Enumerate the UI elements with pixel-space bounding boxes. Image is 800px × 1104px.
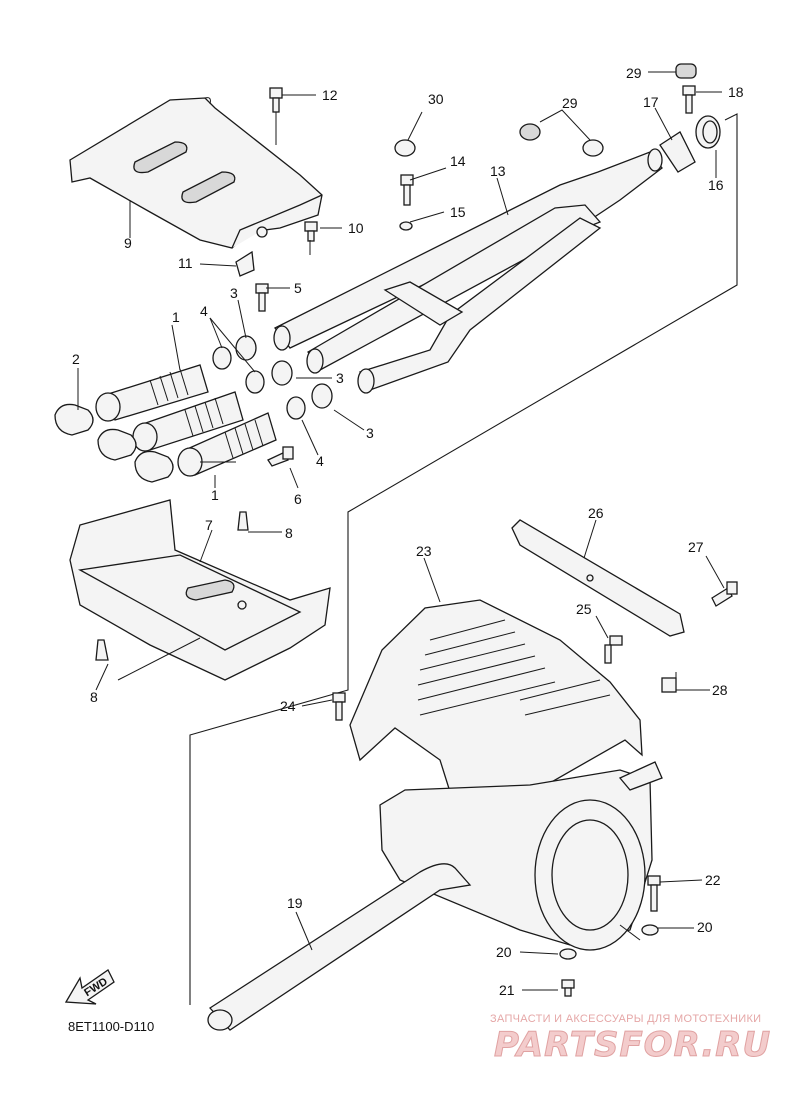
callout-3a: 3 [230, 285, 238, 301]
callout-11: 11 [178, 255, 193, 271]
part-19-tail-pipe[interactable] [207, 863, 472, 1031]
callout-12: 12 [322, 87, 338, 103]
part-2-gaskets[interactable] [54, 403, 174, 483]
callout-3b: 3 [336, 370, 344, 386]
callout-29a: 29 [562, 95, 578, 111]
part-1-flex-pipes[interactable] [95, 364, 277, 477]
callout-16: 16 [708, 177, 724, 193]
callout-25: 25 [576, 601, 592, 617]
callout-17: 17 [643, 94, 659, 110]
part-29-grommet-a[interactable] [519, 123, 604, 157]
callout-2: 2 [72, 351, 80, 367]
callout-3c: 3 [366, 425, 374, 441]
part-23-muffler-cover[interactable] [349, 599, 643, 841]
callout-23: 23 [416, 543, 432, 559]
callout-8b: 8 [90, 689, 98, 705]
part-26-stay[interactable] [511, 519, 685, 637]
callout-14: 14 [450, 153, 466, 169]
callout-4b: 4 [316, 453, 324, 469]
callout-18: 18 [728, 84, 744, 100]
part-28-nut[interactable] [661, 677, 677, 693]
callout-numbers: 12 30 29 29 18 17 16 14 13 15 10 9 11 5 … [72, 65, 744, 998]
watermark-tagline: ЗАПЧАСТИ И АКСЕССУАРЫ ДЛЯ МОТОТЕХНИКИ [490, 1013, 761, 1025]
part-8-rivets[interactable] [95, 511, 249, 661]
leader-lines [77, 71, 725, 991]
callout-30: 30 [428, 91, 444, 107]
diagram-code: 8ET1100-D110 [68, 1019, 154, 1034]
part-22-bolt[interactable] [647, 875, 661, 912]
part-29-grommet-b[interactable] [675, 63, 697, 79]
callout-5: 5 [294, 280, 302, 296]
part-21-collar[interactable] [561, 979, 575, 997]
callout-1a: 1 [172, 309, 180, 325]
callout-19: 19 [287, 895, 303, 911]
part-20-washer-a[interactable] [559, 948, 577, 960]
callout-21: 21 [499, 982, 515, 998]
part-3-clamps[interactable] [235, 335, 333, 409]
part-12-bolt[interactable] [269, 87, 283, 113]
callout-24: 24 [280, 698, 296, 714]
part-30-cap[interactable] [394, 139, 416, 157]
watermark-logo: PARTSFOR.RU [494, 1025, 771, 1065]
group-frame [189, 113, 738, 1005]
callout-20b: 20 [496, 944, 512, 960]
callout-4a: 4 [200, 303, 208, 319]
callout-27: 27 [688, 539, 704, 555]
callout-22: 22 [705, 872, 721, 888]
part-27-bolt[interactable] [711, 581, 738, 607]
part-11-bracket[interactable] [235, 250, 255, 277]
part-17-clamp[interactable] [659, 131, 696, 173]
part-9-upper-heat-shield[interactable] [69, 97, 323, 249]
part-16-gasket[interactable] [695, 115, 721, 149]
callout-9: 9 [124, 235, 132, 251]
part-15-washer[interactable] [399, 221, 413, 231]
muffler-body[interactable] [379, 761, 663, 951]
part-14-bolt[interactable] [400, 174, 414, 206]
part-13-exhaust-pipe[interactable] [273, 148, 663, 394]
callout-15: 15 [450, 204, 466, 220]
callout-29b: 29 [626, 65, 642, 81]
callout-6: 6 [294, 491, 302, 507]
part-24-bolt[interactable] [332, 692, 346, 721]
part-10-bolt[interactable] [304, 221, 318, 242]
callout-1b: 1 [211, 487, 219, 503]
part-18-bolt[interactable] [682, 85, 696, 114]
callout-8a: 8 [285, 525, 293, 541]
part-25-bolt[interactable] [604, 635, 623, 664]
callout-28: 28 [712, 682, 728, 698]
callout-13: 13 [490, 163, 506, 179]
callout-10: 10 [348, 220, 364, 236]
callout-26: 26 [588, 505, 604, 521]
part-7-lower-heat-shield[interactable] [69, 499, 331, 681]
callout-20a: 20 [697, 919, 713, 935]
callout-7: 7 [205, 517, 213, 533]
part-20-washer-b[interactable] [641, 924, 659, 936]
watermark: ЗАПЧАСТИ И АКСЕССУАРЫ ДЛЯ МОТОТЕХНИКИ PA… [490, 1013, 771, 1066]
part-6-bolt[interactable] [267, 446, 294, 467]
fwd-arrow-icon: FWD [64, 969, 115, 1005]
